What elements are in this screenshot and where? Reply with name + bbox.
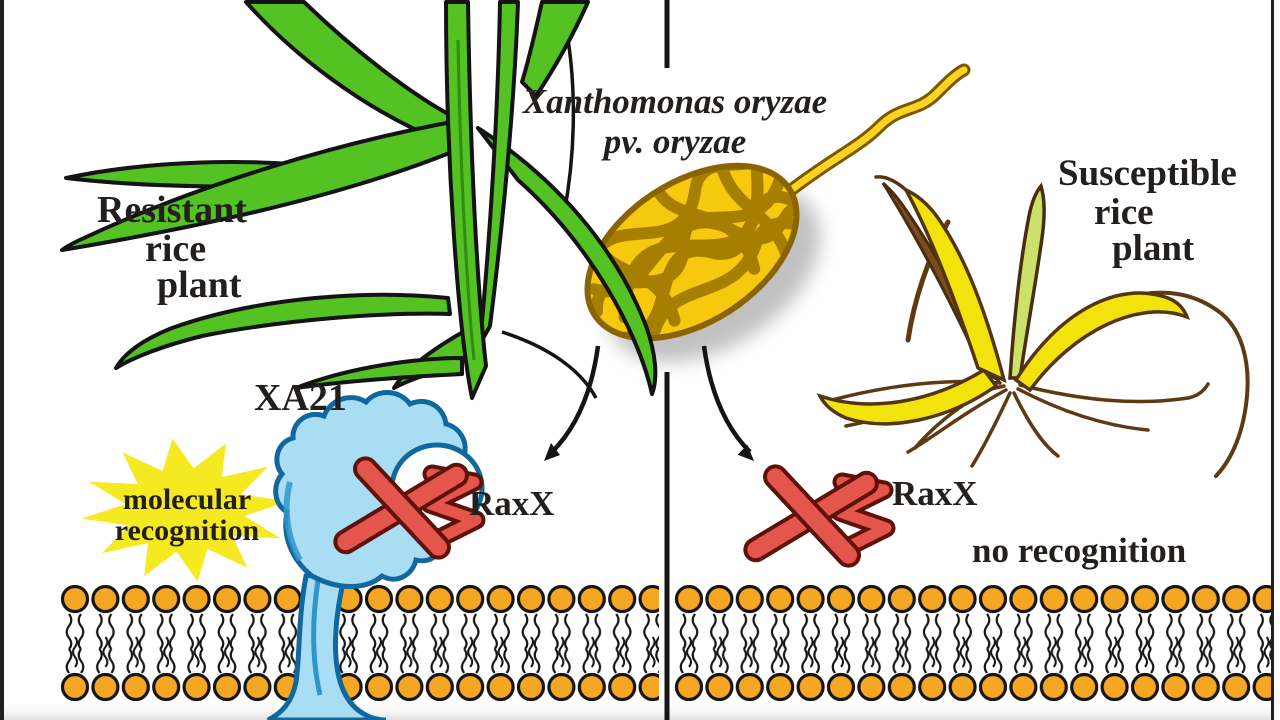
raxx-label-right: RaxX xyxy=(892,474,978,513)
molecular-recognition-line1: molecular xyxy=(122,483,252,516)
arrow-left xyxy=(544,345,601,461)
raxx-label-left: RaxX xyxy=(469,484,555,523)
arrow-right xyxy=(701,345,754,461)
left-border xyxy=(0,0,4,720)
membrane-bilayer xyxy=(4,585,1271,720)
susceptible-plant-label-line3: plant xyxy=(1112,228,1195,269)
susceptible-plant-label-line2: rice xyxy=(1094,192,1154,233)
membrane-bottom-shadow xyxy=(4,701,1271,720)
pathogen-title: Xanthomonas oryzae pv. oryzae xyxy=(505,82,845,162)
recognition-starburst xyxy=(81,438,289,582)
susceptible-plant-label-line1: Susceptible xyxy=(1058,153,1237,194)
susceptible-rice-plant-illustration xyxy=(816,175,1250,478)
pathogen-title-line1: Xanthomonas oryzae xyxy=(522,82,828,121)
resistant-rice-plant-illustration xyxy=(60,0,658,400)
molecular-recognition-line2: recognition xyxy=(114,514,260,547)
no-recognition-label: no recognition xyxy=(972,531,1187,570)
resistant-plant-label-line1: Resistant xyxy=(97,189,247,231)
molecular-recognition-label: molecular recognition xyxy=(82,484,292,546)
resistant-plant-label-line2: rice xyxy=(145,228,207,270)
raxx-peptide-icon-right xyxy=(741,462,886,570)
flagellum xyxy=(779,63,971,201)
resistant-plant-label-line3: plant xyxy=(157,264,242,306)
divider-line xyxy=(664,0,670,720)
xa21-label: XA21 xyxy=(254,377,347,419)
pathogen-title-line2: pv. oryzae xyxy=(603,122,747,161)
right-border xyxy=(1271,0,1274,720)
